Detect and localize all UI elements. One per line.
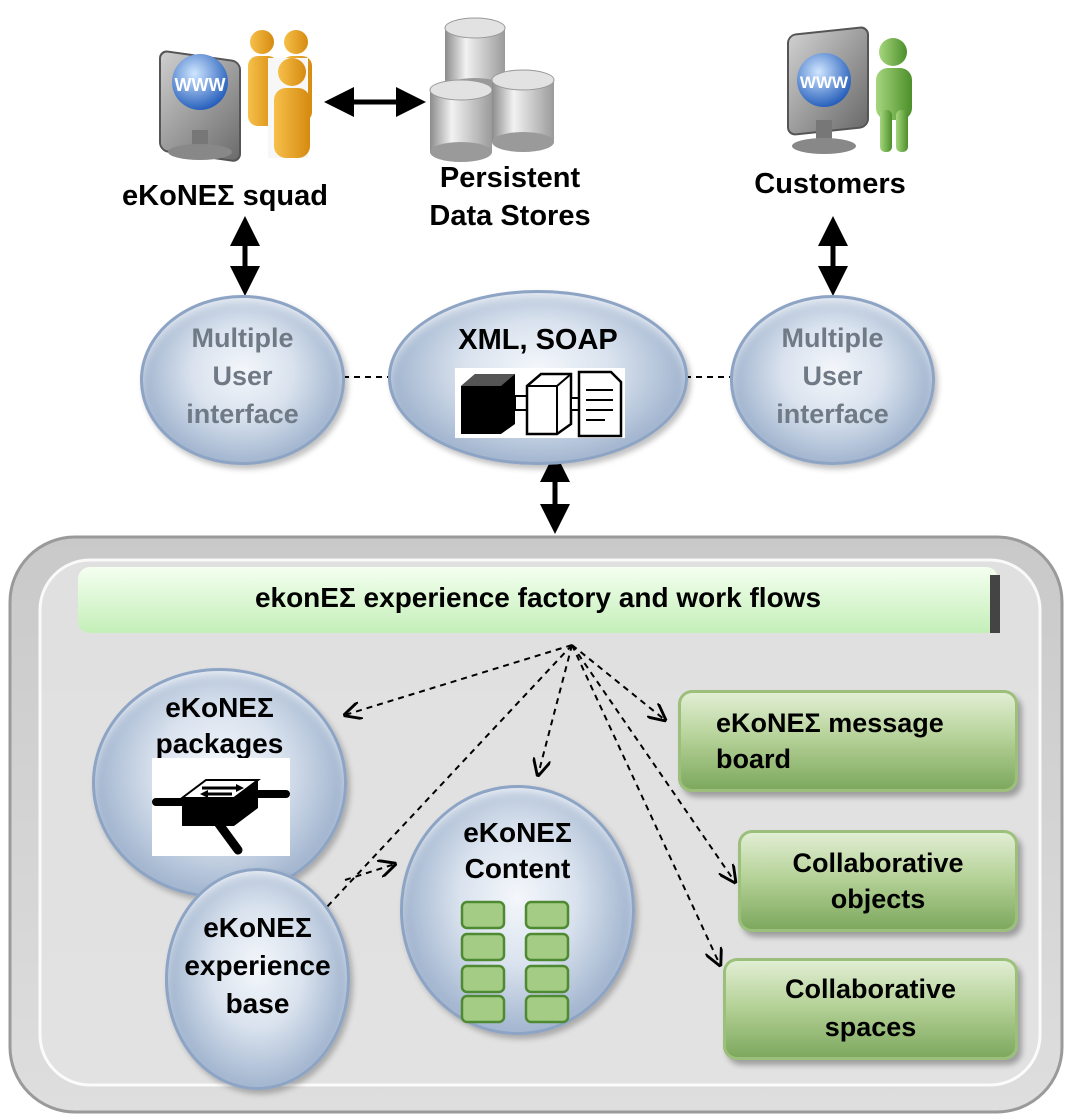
right-ui-line1: Multiple [781, 323, 884, 353]
stores-label-line2: Data Stores [429, 200, 591, 232]
right-ui-line2: User [802, 361, 863, 391]
customer-person-icon [876, 38, 912, 152]
packages-line1: eKoNEΣ [165, 692, 274, 723]
collab-objects-box: Collaborative objects [738, 830, 1018, 932]
stores-label-line1: Persistent [439, 162, 581, 194]
content-grid-icon [460, 900, 570, 1024]
packages-line2: packages [155, 728, 284, 759]
right-user-interface-ellipse: Multiple User interface [730, 295, 935, 465]
left-ui-line3: interface [186, 399, 299, 429]
banner-label: ekonEΣ experience factory and work flows [254, 582, 822, 613]
collab-objects-line2: objects [830, 884, 926, 914]
experience-base-circle: eKoNEΣ experience base [165, 868, 350, 1090]
squad-people-icon [248, 30, 312, 158]
experience-line1: eKoNEΣ [203, 912, 312, 943]
left-user-interface-ellipse: Multiple User interface [140, 295, 345, 465]
message-board-line2: board [716, 744, 792, 774]
banner-box [78, 567, 998, 633]
squad-monitor-icon: WWW [159, 50, 241, 162]
package-component-icon [152, 758, 290, 856]
collab-spaces-line2: spaces [824, 1012, 917, 1042]
experience-line2: experience [184, 950, 331, 981]
xml-soap-label: XML, SOAP [458, 324, 618, 356]
squad-label: eKoNEΣ squad [122, 180, 328, 212]
experience-line3: base [225, 988, 290, 1019]
left-ui-line1: Multiple [191, 323, 294, 353]
customers-monitor-icon: WWW [787, 26, 869, 154]
collab-objects-line1: Collaborative [792, 848, 964, 878]
service-components-icon [455, 368, 625, 438]
xml-soap-ellipse: XML, SOAP [388, 290, 688, 465]
collab-spaces-line1: Collaborative [784, 974, 957, 1004]
message-board-box: eKoNEΣ message board [678, 690, 1018, 792]
packages-circle: eKoNEΣ packages [92, 668, 347, 898]
left-ui-line2: User [212, 361, 273, 391]
right-ui-line3: interface [776, 399, 889, 429]
content-line1: eKoNEΣ [463, 817, 572, 848]
svg-text:WWW: WWW [800, 73, 849, 92]
database-icon [429, 17, 555, 162]
message-board-line1: eKoNEΣ message [716, 708, 944, 738]
svg-text:WWW: WWW [175, 75, 226, 95]
collab-spaces-box: Collaborative spaces [723, 958, 1018, 1060]
content-line2: Content [464, 853, 571, 884]
customers-label: Customers [754, 168, 906, 200]
content-circle: eKoNEΣ Content [400, 785, 635, 1035]
